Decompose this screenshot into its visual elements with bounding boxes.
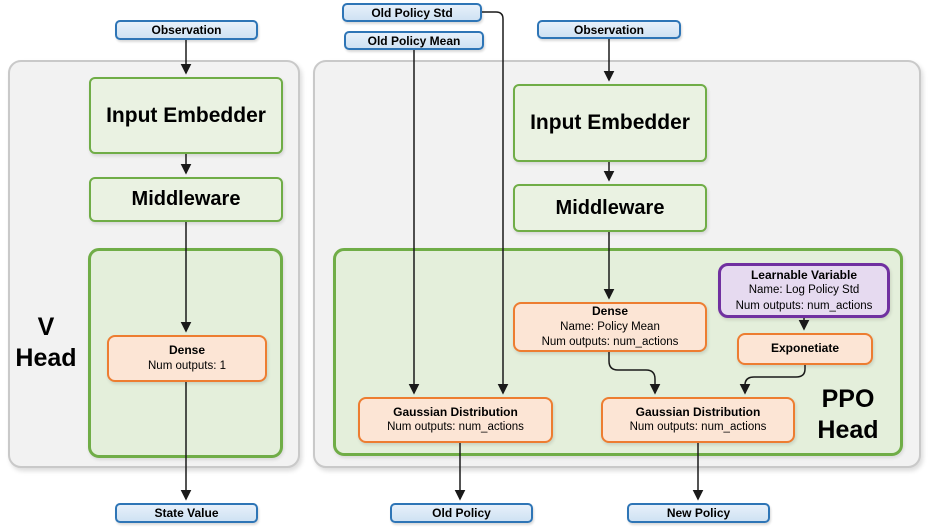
v-head-title: V Head [10, 312, 82, 373]
ppo-dense-name: Name: Policy Mean [560, 320, 660, 333]
v-observation-node: Observation [115, 20, 258, 40]
ppo-observation-label: Observation [573, 22, 645, 37]
ppo-dense-title: Dense [591, 303, 629, 318]
exponetiate-node: Exponetiate [737, 333, 873, 365]
old-policy-mean-node: Old Policy Mean [344, 31, 484, 50]
ppo-input-embedder-node: Input Embedder [513, 84, 707, 162]
new-policy-node: New Policy [627, 503, 770, 523]
gaussian-distribution-old-node: Gaussian Distribution Num outputs: num_a… [358, 397, 553, 443]
ppo-head-title: PPO Head [798, 384, 898, 445]
learnable-variable-name: Name: Log Policy Std [748, 284, 860, 297]
old-policy-mean-label: Old Policy Mean [367, 33, 461, 48]
ppo-dense-num-outputs: Num outputs: num_actions [541, 335, 679, 348]
gaussian-distribution-new-node: Gaussian Distribution Num outputs: num_a… [601, 397, 795, 443]
gaussian-old-num-outputs: Num outputs: num_actions [387, 421, 524, 434]
state-value-label: State Value [154, 506, 219, 520]
v-input-embedder-label: Input Embedder [106, 103, 266, 127]
old-policy-label: Old Policy [432, 506, 491, 520]
ppo-observation-node: Observation [537, 20, 681, 39]
v-head-title-line2: Head [15, 343, 77, 372]
learnable-variable-title: Learnable Variable [750, 267, 858, 282]
v-dense-num-outputs: Num outputs: 1 [148, 359, 226, 372]
state-value-node: State Value [115, 503, 258, 523]
ppo-input-embedder-label: Input Embedder [530, 111, 690, 134]
v-dense-title: Dense [168, 343, 206, 357]
exponetiate-label: Exponetiate [770, 341, 839, 356]
ppo-dense-node: Dense Name: Policy Mean Num outputs: num… [513, 302, 707, 352]
old-policy-node: Old Policy [390, 503, 533, 523]
v-middleware-label: Middleware [131, 188, 241, 210]
gaussian-new-title: Gaussian Distribution [635, 404, 761, 419]
gaussian-old-title: Gaussian Distribution [393, 404, 518, 419]
old-policy-std-label: Old Policy Std [371, 5, 453, 20]
ppo-middleware-node: Middleware [513, 184, 707, 232]
gaussian-new-num-outputs: Num outputs: num_actions [629, 421, 767, 434]
v-head-title-line1: V [37, 313, 55, 341]
v-input-embedder-node: Input Embedder [89, 77, 283, 154]
v-observation-label: Observation [151, 23, 222, 37]
ppo-head-title-line2: Head [817, 415, 879, 444]
learnable-variable-num-outputs: Num outputs: num_actions [735, 299, 873, 312]
old-policy-std-node: Old Policy Std [342, 3, 482, 22]
v-middleware-node: Middleware [89, 177, 283, 222]
v-dense-node: Dense Num outputs: 1 [107, 335, 267, 382]
ppo-middleware-label: Middleware [555, 196, 665, 219]
new-policy-label: New Policy [666, 506, 731, 520]
learnable-variable-node: Learnable Variable Name: Log Policy Std … [718, 263, 890, 318]
ppo-head-title-line1: PPO [821, 385, 875, 413]
